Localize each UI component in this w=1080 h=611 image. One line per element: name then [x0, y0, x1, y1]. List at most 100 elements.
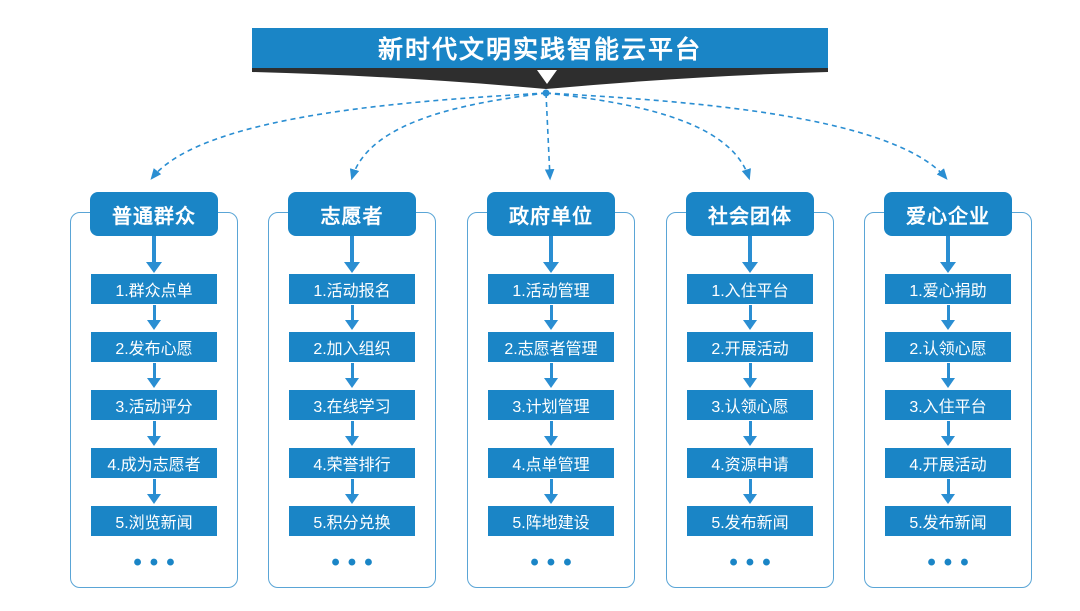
down-arrow-icon	[344, 236, 360, 274]
step-box: 5.发布新闻	[687, 506, 813, 536]
down-arrow-icon	[544, 421, 558, 446]
column-header: 普通群众	[90, 192, 218, 236]
down-arrow-icon	[742, 236, 758, 274]
step-label: 3.认领心愿	[711, 399, 789, 416]
step-box: 3.在线学习	[289, 390, 415, 420]
down-arrow-icon	[544, 363, 558, 388]
more-dots: •••	[133, 549, 183, 576]
down-arrow-icon	[345, 305, 359, 330]
column-charity-enterprises: 爱心企业 1.爱心捐助 2.认领心愿 3.入住平台 4.开展活动 5.发布新闻 …	[864, 192, 1032, 602]
down-arrow-icon	[743, 479, 757, 504]
step-box: 5.浏览新闻	[91, 506, 217, 536]
step-label: 4.点单管理	[512, 457, 590, 474]
step-label: 1.爱心捐助	[909, 283, 987, 300]
step-label: 5.积分兑换	[313, 515, 391, 532]
down-arrow-icon	[941, 421, 955, 446]
step-box: 4.成为志愿者	[91, 448, 217, 478]
step-label: 4.成为志愿者	[107, 457, 201, 474]
step-label: 3.计划管理	[512, 399, 590, 416]
step-box: 3.认领心愿	[687, 390, 813, 420]
step-label: 5.浏览新闻	[115, 515, 193, 532]
step-label: 1.活动管理	[512, 283, 590, 300]
down-arrow-icon	[544, 479, 558, 504]
column-ordinary-public: 普通群众 1.群众点单 2.发布心愿 3.活动评分 4.成为志愿者 5.浏览新闻…	[70, 192, 238, 602]
step-box: 2.认领心愿	[885, 332, 1011, 362]
step-label: 4.荣誉排行	[313, 457, 391, 474]
step-label: 5.发布新闻	[909, 515, 987, 532]
connector-to-social-organizations	[545, 92, 751, 181]
step-box: 4.点单管理	[488, 448, 614, 478]
banner-down-arrow-icon	[537, 70, 557, 84]
step-box: 1.群众点单	[91, 274, 217, 304]
step-box: 2.发布心愿	[91, 332, 217, 362]
down-arrow-icon	[941, 479, 955, 504]
column-header-label: 志愿者	[320, 205, 384, 228]
step-label: 4.开展活动	[909, 457, 987, 474]
column-header: 志愿者	[288, 192, 416, 236]
down-arrow-icon	[147, 363, 161, 388]
more-dots: •••	[729, 549, 779, 576]
step-label: 2.发布心愿	[115, 341, 193, 358]
step-box: 5.阵地建设	[488, 506, 614, 536]
step-box: 1.爱心捐助	[885, 274, 1011, 304]
down-arrow-icon	[941, 363, 955, 388]
column-government-units: 政府单位 1.活动管理 2.志愿者管理 3.计划管理 4.点单管理 5.阵地建设…	[467, 192, 635, 602]
step-box: 5.发布新闻	[885, 506, 1011, 536]
step-label: 3.活动评分	[115, 399, 193, 416]
down-arrow-icon	[743, 421, 757, 446]
connector-to-charity-enterprises	[545, 92, 948, 180]
step-label: 2.认领心愿	[909, 341, 987, 358]
down-arrow-icon	[345, 363, 359, 388]
step-box: 4.开展活动	[885, 448, 1011, 478]
step-label: 2.开展活动	[711, 341, 789, 358]
down-arrow-icon	[147, 421, 161, 446]
column-header: 社会团体	[686, 192, 814, 236]
step-box: 4.荣誉排行	[289, 448, 415, 478]
column-header-label: 政府单位	[509, 205, 593, 228]
column-header: 政府单位	[487, 192, 615, 236]
column-social-organizations: 社会团体 1.入住平台 2.开展活动 3.认领心愿 4.资源申请 5.发布新闻 …	[666, 192, 834, 602]
down-arrow-icon	[544, 305, 558, 330]
more-dots: •••	[927, 549, 977, 576]
down-arrow-icon	[147, 479, 161, 504]
step-label: 2.志愿者管理	[504, 341, 598, 358]
banner-ribbon	[252, 64, 828, 89]
more-dots: •••	[530, 549, 580, 576]
down-arrow-icon	[147, 305, 161, 330]
down-arrow-icon	[543, 236, 559, 274]
step-box: 3.计划管理	[488, 390, 614, 420]
step-box: 1.活动管理	[488, 274, 614, 304]
down-arrow-icon	[345, 479, 359, 504]
down-arrow-icon	[146, 236, 162, 274]
step-label: 1.活动报名	[313, 283, 391, 300]
column-header-label: 普通群众	[112, 205, 196, 228]
step-label: 3.入住平台	[909, 399, 987, 416]
step-box: 2.加入组织	[289, 332, 415, 362]
step-label: 2.加入组织	[313, 341, 391, 358]
step-label: 3.在线学习	[313, 399, 391, 416]
step-label: 4.资源申请	[711, 457, 789, 474]
platform-title: 新时代文明实践智能云平台	[377, 36, 702, 64]
connector-to-ordinary-public	[150, 92, 547, 180]
connector-to-government-units	[544, 92, 555, 181]
column-header: 爱心企业	[884, 192, 1012, 236]
connector-to-volunteers	[349, 92, 547, 181]
step-box: 5.积分兑换	[289, 506, 415, 536]
step-box: 1.入住平台	[687, 274, 813, 304]
down-arrow-icon	[940, 236, 956, 274]
step-box: 2.志愿者管理	[488, 332, 614, 362]
step-label: 1.入住平台	[711, 283, 789, 300]
step-box: 2.开展活动	[687, 332, 813, 362]
down-arrow-icon	[743, 305, 757, 330]
column-header-label: 爱心企业	[906, 205, 990, 228]
column-volunteers: 志愿者 1.活动报名 2.加入组织 3.在线学习 4.荣誉排行 5.积分兑换 •…	[268, 192, 436, 602]
step-label: 5.阵地建设	[512, 515, 590, 532]
platform-title-banner: 新时代文明实践智能云平台	[252, 28, 828, 68]
column-header-label: 社会团体	[708, 205, 792, 228]
down-arrow-icon	[941, 305, 955, 330]
more-dots: •••	[331, 549, 381, 576]
step-box: 3.活动评分	[91, 390, 217, 420]
down-arrow-icon	[345, 421, 359, 446]
